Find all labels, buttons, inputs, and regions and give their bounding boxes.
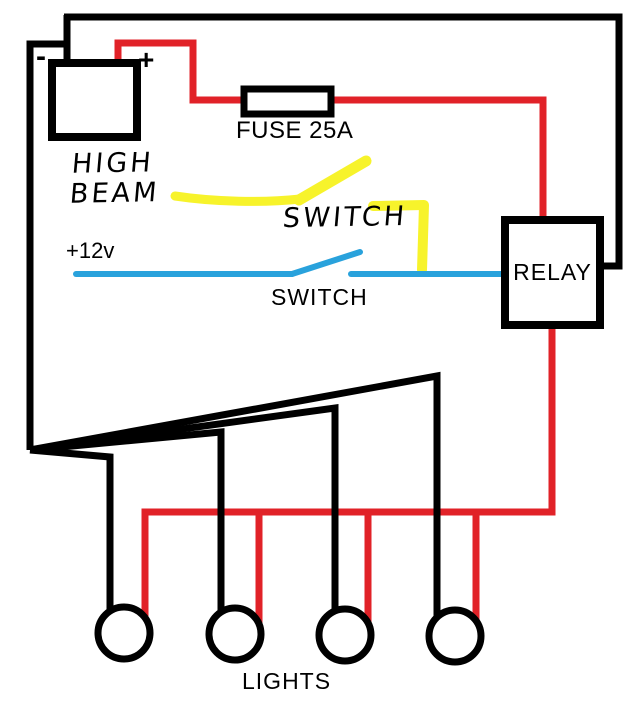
main-switch-label: SWITCH xyxy=(271,284,368,310)
relay-to-lights-bus-wire xyxy=(141,322,556,616)
high-beam-feed-wire xyxy=(170,191,305,206)
frame-top-right-ground-wire xyxy=(64,13,623,270)
light3-ground-wire xyxy=(29,403,339,612)
ground-wires xyxy=(26,13,623,618)
left-ground-trunk-wire xyxy=(26,40,70,450)
light3-lamp xyxy=(315,605,375,665)
battery-to-fuse-wire xyxy=(114,39,247,104)
component-outlines xyxy=(48,59,604,666)
light4-lamp xyxy=(425,606,485,666)
lights-label: LIGHTS xyxy=(242,668,332,694)
high-beam-label-line2: BEAM xyxy=(68,177,161,210)
high-beam-switch-label: SWITCH xyxy=(281,200,409,235)
supply-wires xyxy=(73,249,510,277)
light2-ground-wire xyxy=(29,428,225,614)
fuse-box xyxy=(240,85,335,118)
light1-ground-wire xyxy=(29,446,114,612)
high-beam-label-line1: HIGH xyxy=(70,147,155,180)
relay-label: RELAY xyxy=(513,259,592,285)
high-beam-tap-wire xyxy=(368,200,429,275)
light2-lamp xyxy=(205,604,265,664)
battery-plus-label: + xyxy=(138,44,155,75)
battery-box xyxy=(48,59,141,141)
main-switch-arm-wire xyxy=(289,249,363,277)
supply-voltage-label: +12v xyxy=(66,238,115,263)
light4-ground-wire xyxy=(29,371,441,618)
relay-box xyxy=(501,216,604,329)
high-beam-wires xyxy=(170,155,429,275)
high-beam-switch-arm-wire xyxy=(293,155,372,206)
battery-minus-label: - xyxy=(36,40,46,73)
fuse-to-relay-wire xyxy=(328,96,547,223)
light1-lamp xyxy=(94,603,154,663)
fuse-label: FUSE 25A xyxy=(236,117,354,144)
power-wires xyxy=(114,39,556,623)
